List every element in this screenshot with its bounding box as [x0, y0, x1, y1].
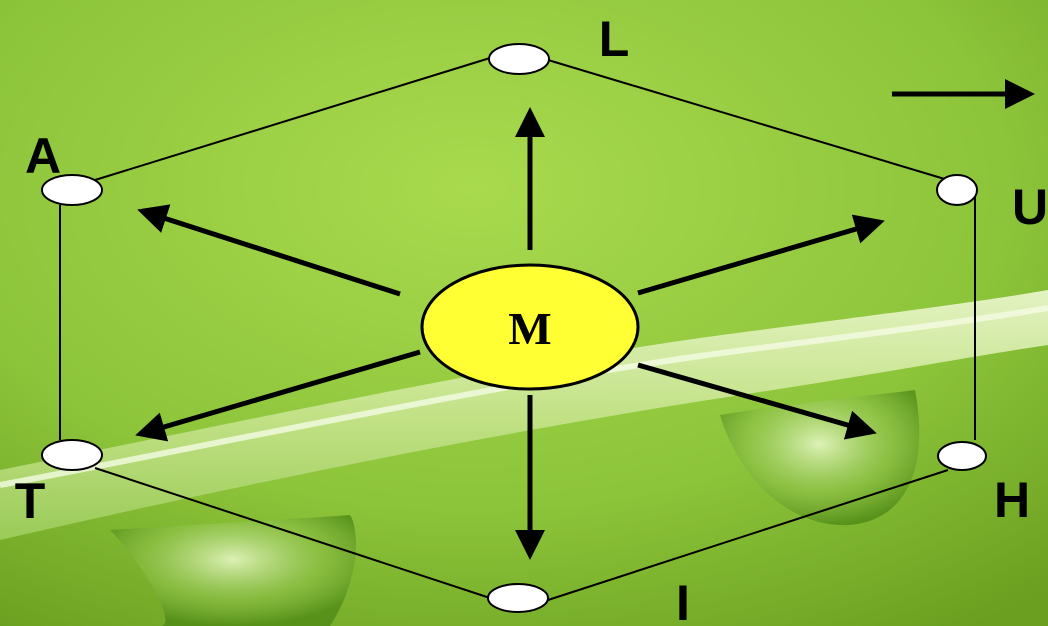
arrow-to-H: [637, 362, 877, 440]
label-L: L: [599, 11, 630, 67]
outer-nodes: [41, 43, 987, 613]
grass-stem-highlight: [0, 305, 1048, 488]
center-node-label: M: [508, 303, 551, 354]
node-I: [487, 583, 549, 613]
label-T: T: [15, 473, 46, 529]
label-H: H: [994, 472, 1030, 528]
node-U: [936, 174, 978, 206]
label-U: U: [1012, 179, 1048, 235]
hexagon-edges: [59, 57, 976, 601]
node-L: [488, 43, 550, 75]
edge-L-U: [547, 59, 949, 181]
node-A: [41, 174, 103, 206]
label-A: A: [25, 128, 61, 184]
arrows: [135, 79, 1035, 560]
edge-I-T: [94, 467, 491, 599]
arrow-to-U: [637, 214, 885, 296]
arrow-to-T: [135, 349, 421, 442]
edge-A-L: [94, 57, 491, 181]
edge-H-I: [547, 469, 949, 601]
label-I: I: [676, 575, 690, 626]
node-H: [937, 441, 987, 471]
center-node: [420, 263, 640, 391]
grass-stem-decoration: [0, 290, 1048, 540]
arrow-to-A: [137, 204, 401, 297]
node-T: [41, 439, 103, 471]
water-drop-left: [110, 515, 356, 626]
